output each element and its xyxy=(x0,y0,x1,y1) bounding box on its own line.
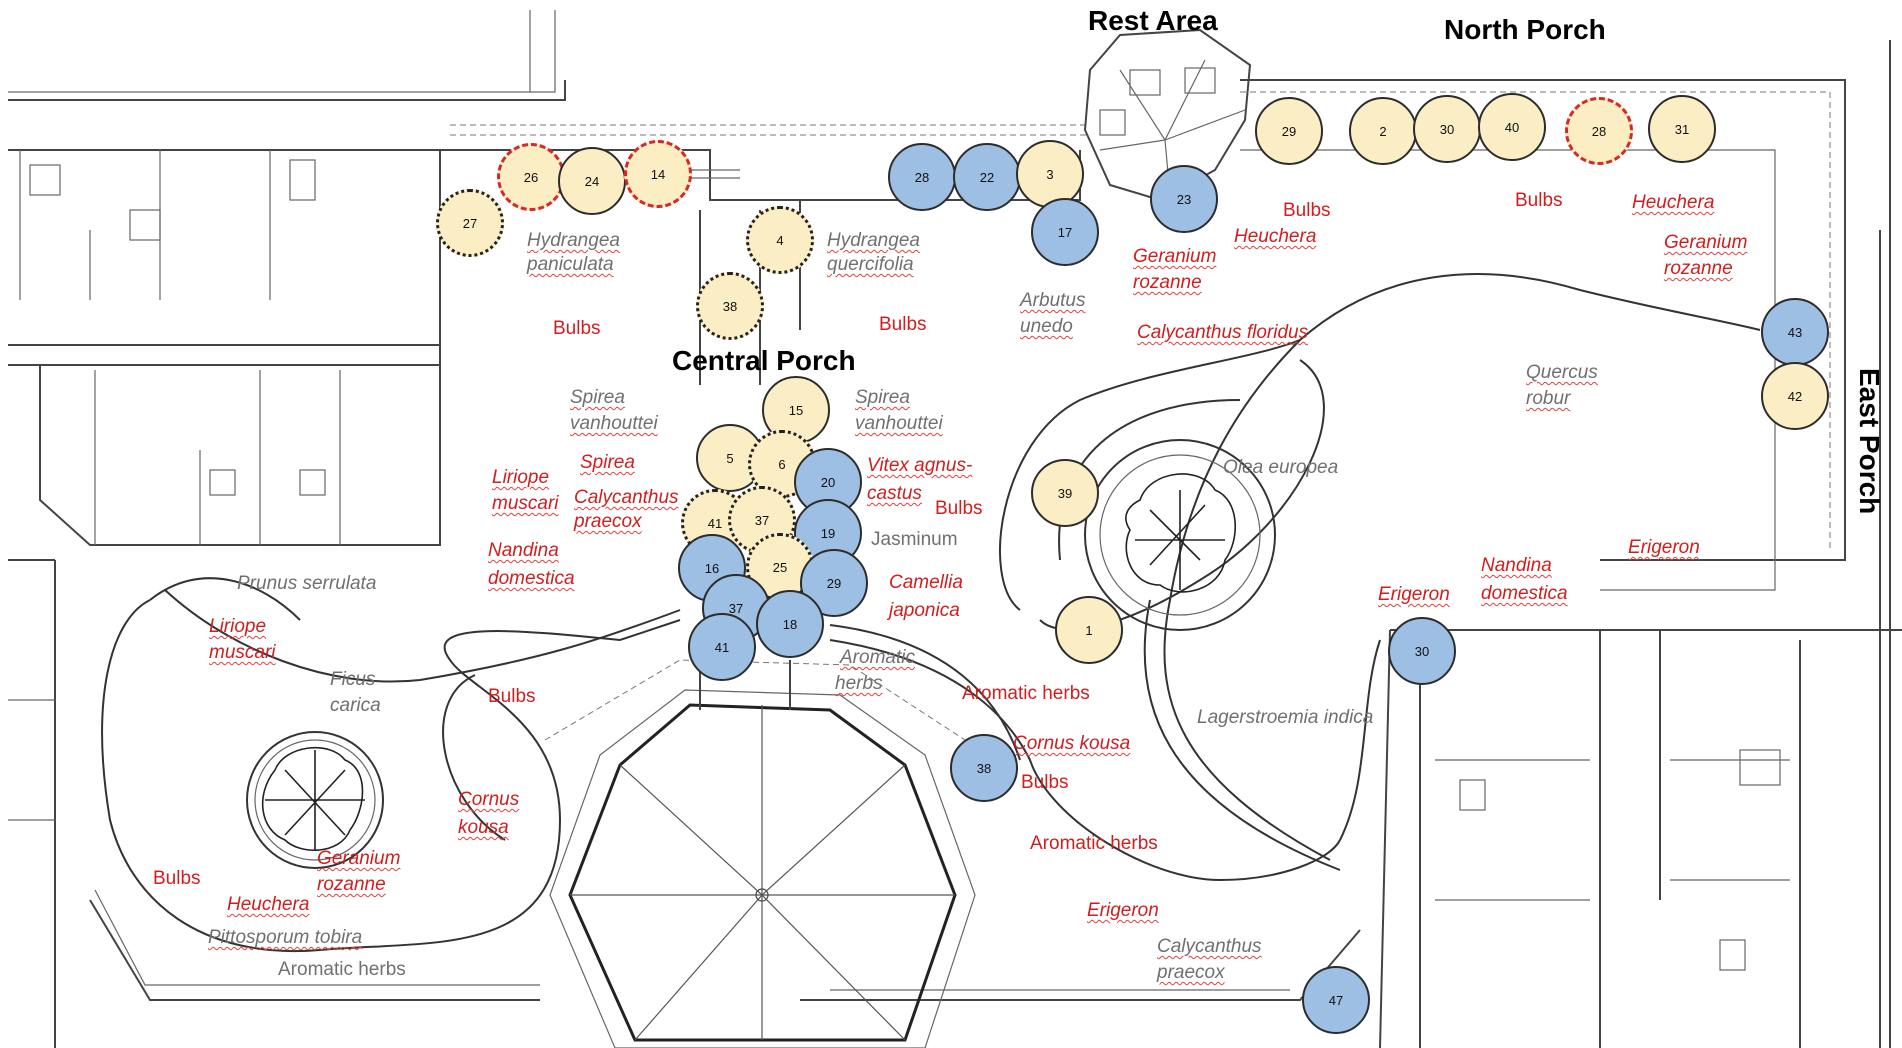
label-nandina-1b: domestica xyxy=(488,568,575,589)
label-geranium-3a: Geranium xyxy=(317,848,401,869)
fig-tree-canopy xyxy=(261,746,365,851)
marker-41-blue[interactable]: 41 xyxy=(688,613,756,681)
label-arbutus-2: unedo xyxy=(1020,316,1073,337)
label-erigeron-2: Erigeron xyxy=(1378,584,1450,605)
label-hydrangea-quercifolia-1: Hydrangea xyxy=(827,230,920,251)
marker-27[interactable]: 27 xyxy=(436,189,504,257)
label-aromatic-red-1: Aromatic herbs xyxy=(962,683,1090,704)
label-nandina-2a: Nandina xyxy=(1481,555,1552,576)
label-geranium-2a: Geranium xyxy=(1664,232,1748,253)
label-aromatic-gray-2: herbs xyxy=(835,673,883,694)
label-erigeron-1: Erigeron xyxy=(1628,537,1700,558)
label-bulbs-6: Bulbs xyxy=(488,686,536,707)
marker-29-north[interactable]: 29 xyxy=(1255,97,1323,165)
label-calycanthus-red: Calycanthus xyxy=(574,487,679,508)
label-spirea-right-2: vanhouttei xyxy=(855,413,943,434)
label-geranium-1b: rozanne xyxy=(1133,272,1202,293)
label-liriope-2a: Liriope xyxy=(209,616,267,637)
label-heuchera-2: Heuchera xyxy=(1632,192,1715,213)
label-praecox-red: praecox xyxy=(574,511,642,532)
olive-tree-canopy xyxy=(1125,473,1236,593)
marker-24[interactable]: 24 xyxy=(558,147,626,215)
marker-30-north[interactable]: 30 xyxy=(1413,95,1481,163)
label-hydrangea-quercifolia-2: quercifolia xyxy=(827,254,914,275)
label-lagerstroemia: Lagerstroemia indica xyxy=(1197,707,1374,728)
label-liriope-1b: muscari xyxy=(492,493,559,514)
label-camellia-1: Camellia xyxy=(889,572,963,593)
label-prunus-serrulata: Prunus serrulata xyxy=(237,573,377,594)
label-geranium-2b: rozanne xyxy=(1664,258,1733,279)
central-porch-heading: Central Porch xyxy=(672,345,856,376)
marker-28-blue[interactable]: 28 xyxy=(888,143,956,211)
label-spirea-left-1: Spirea xyxy=(570,387,625,408)
label-bulbs-4: Bulbs xyxy=(1515,190,1563,211)
label-quercus-1: Quercus xyxy=(1526,362,1598,383)
label-arbutus-1: Arbutus xyxy=(1020,290,1086,311)
marker-14[interactable]: 14 xyxy=(624,140,692,208)
marker-38-dotted[interactable]: 38 xyxy=(696,272,764,340)
label-vitex-2: castus xyxy=(867,483,922,504)
marker-31[interactable]: 31 xyxy=(1648,95,1716,163)
label-aromatic-gray-1: Aromatic xyxy=(840,647,915,668)
label-bulbs-1: Bulbs xyxy=(553,318,601,339)
label-ficus-2: carica xyxy=(330,695,381,716)
marker-1[interactable]: 1 xyxy=(1055,596,1123,664)
marker-22[interactable]: 22 xyxy=(953,143,1021,211)
marker-42[interactable]: 42 xyxy=(1761,362,1829,430)
marker-4[interactable]: 4 xyxy=(746,206,814,274)
marker-30-blue[interactable]: 30 xyxy=(1388,617,1456,685)
marker-23[interactable]: 23 xyxy=(1150,165,1218,233)
label-nandina-2b: domestica xyxy=(1481,583,1568,604)
label-cornus-kousa-1: Cornus kousa xyxy=(1013,733,1131,754)
marker-38-blue[interactable]: 38 xyxy=(950,734,1018,802)
label-vitex-1: Vitex agnus- xyxy=(867,455,973,476)
label-geranium-1a: Geranium xyxy=(1133,246,1217,267)
label-hydrangea-paniculata-1: Hydrangea xyxy=(527,230,620,251)
label-bulbs-3: Bulbs xyxy=(1283,200,1331,221)
label-calycanthus-praecox-1: Calycanthus xyxy=(1157,936,1262,957)
label-pittosporum: Pittosporum tobira xyxy=(208,927,363,948)
marker-47[interactable]: 47 xyxy=(1302,966,1370,1034)
label-camellia-2: japonica xyxy=(889,600,960,621)
label-geranium-3b: rozanne xyxy=(317,874,386,895)
label-aromatic-gray-3: Aromatic herbs xyxy=(278,959,406,980)
label-calycanthus-praecox-2: praecox xyxy=(1157,962,1225,983)
label-olea-europea: Olea europea xyxy=(1223,457,1339,478)
label-bulbs-5: Bulbs xyxy=(935,498,983,519)
marker-40[interactable]: 40 xyxy=(1478,93,1546,161)
label-spirea-left-2: vanhouttei xyxy=(570,413,658,434)
label-bulbs-2: Bulbs xyxy=(879,314,927,335)
rest-area-heading: Rest Area xyxy=(1088,5,1218,36)
marker-3[interactable]: 3 xyxy=(1016,140,1084,208)
label-bulbs-7: Bulbs xyxy=(1021,772,1069,793)
east-porch-heading: East Porch xyxy=(1854,368,1885,515)
label-aromatic-red-2: Aromatic herbs xyxy=(1030,833,1158,854)
label-cornus-2a: Cornus xyxy=(458,789,520,810)
label-spirea-right-1: Spirea xyxy=(855,387,910,408)
label-jasminum: Jasminum xyxy=(871,529,958,550)
label-heuchera-1: Heuchera xyxy=(1234,226,1317,247)
label-nandina-1a: Nandina xyxy=(488,540,559,561)
marker-39[interactable]: 39 xyxy=(1031,459,1099,527)
label-ficus-1: Ficus xyxy=(330,669,376,690)
label-hydrangea-paniculata-2: paniculata xyxy=(527,254,614,275)
label-cornus-2b: kousa xyxy=(458,817,509,838)
marker-43[interactable]: 43 xyxy=(1761,298,1829,366)
label-erigeron-3: Erigeron xyxy=(1087,900,1159,921)
marker-26[interactable]: 26 xyxy=(497,143,565,211)
label-bulbs-8: Bulbs xyxy=(153,868,201,889)
label-spirea-red: Spirea xyxy=(580,452,635,473)
marker-2[interactable]: 2 xyxy=(1349,97,1417,165)
label-liriope-1a: Liriope xyxy=(492,467,550,488)
marker-18[interactable]: 18 xyxy=(756,590,824,658)
label-liriope-2b: muscari xyxy=(209,642,276,663)
marker-17[interactable]: 17 xyxy=(1031,198,1099,266)
label-calycanthus-floridus: Calycanthus floridus xyxy=(1137,322,1309,343)
label-quercus-2: robur xyxy=(1526,388,1571,409)
marker-28-dashed[interactable]: 28 xyxy=(1565,97,1633,165)
north-porch-heading: North Porch xyxy=(1444,14,1606,45)
label-heuchera-3: Heuchera xyxy=(227,894,310,915)
